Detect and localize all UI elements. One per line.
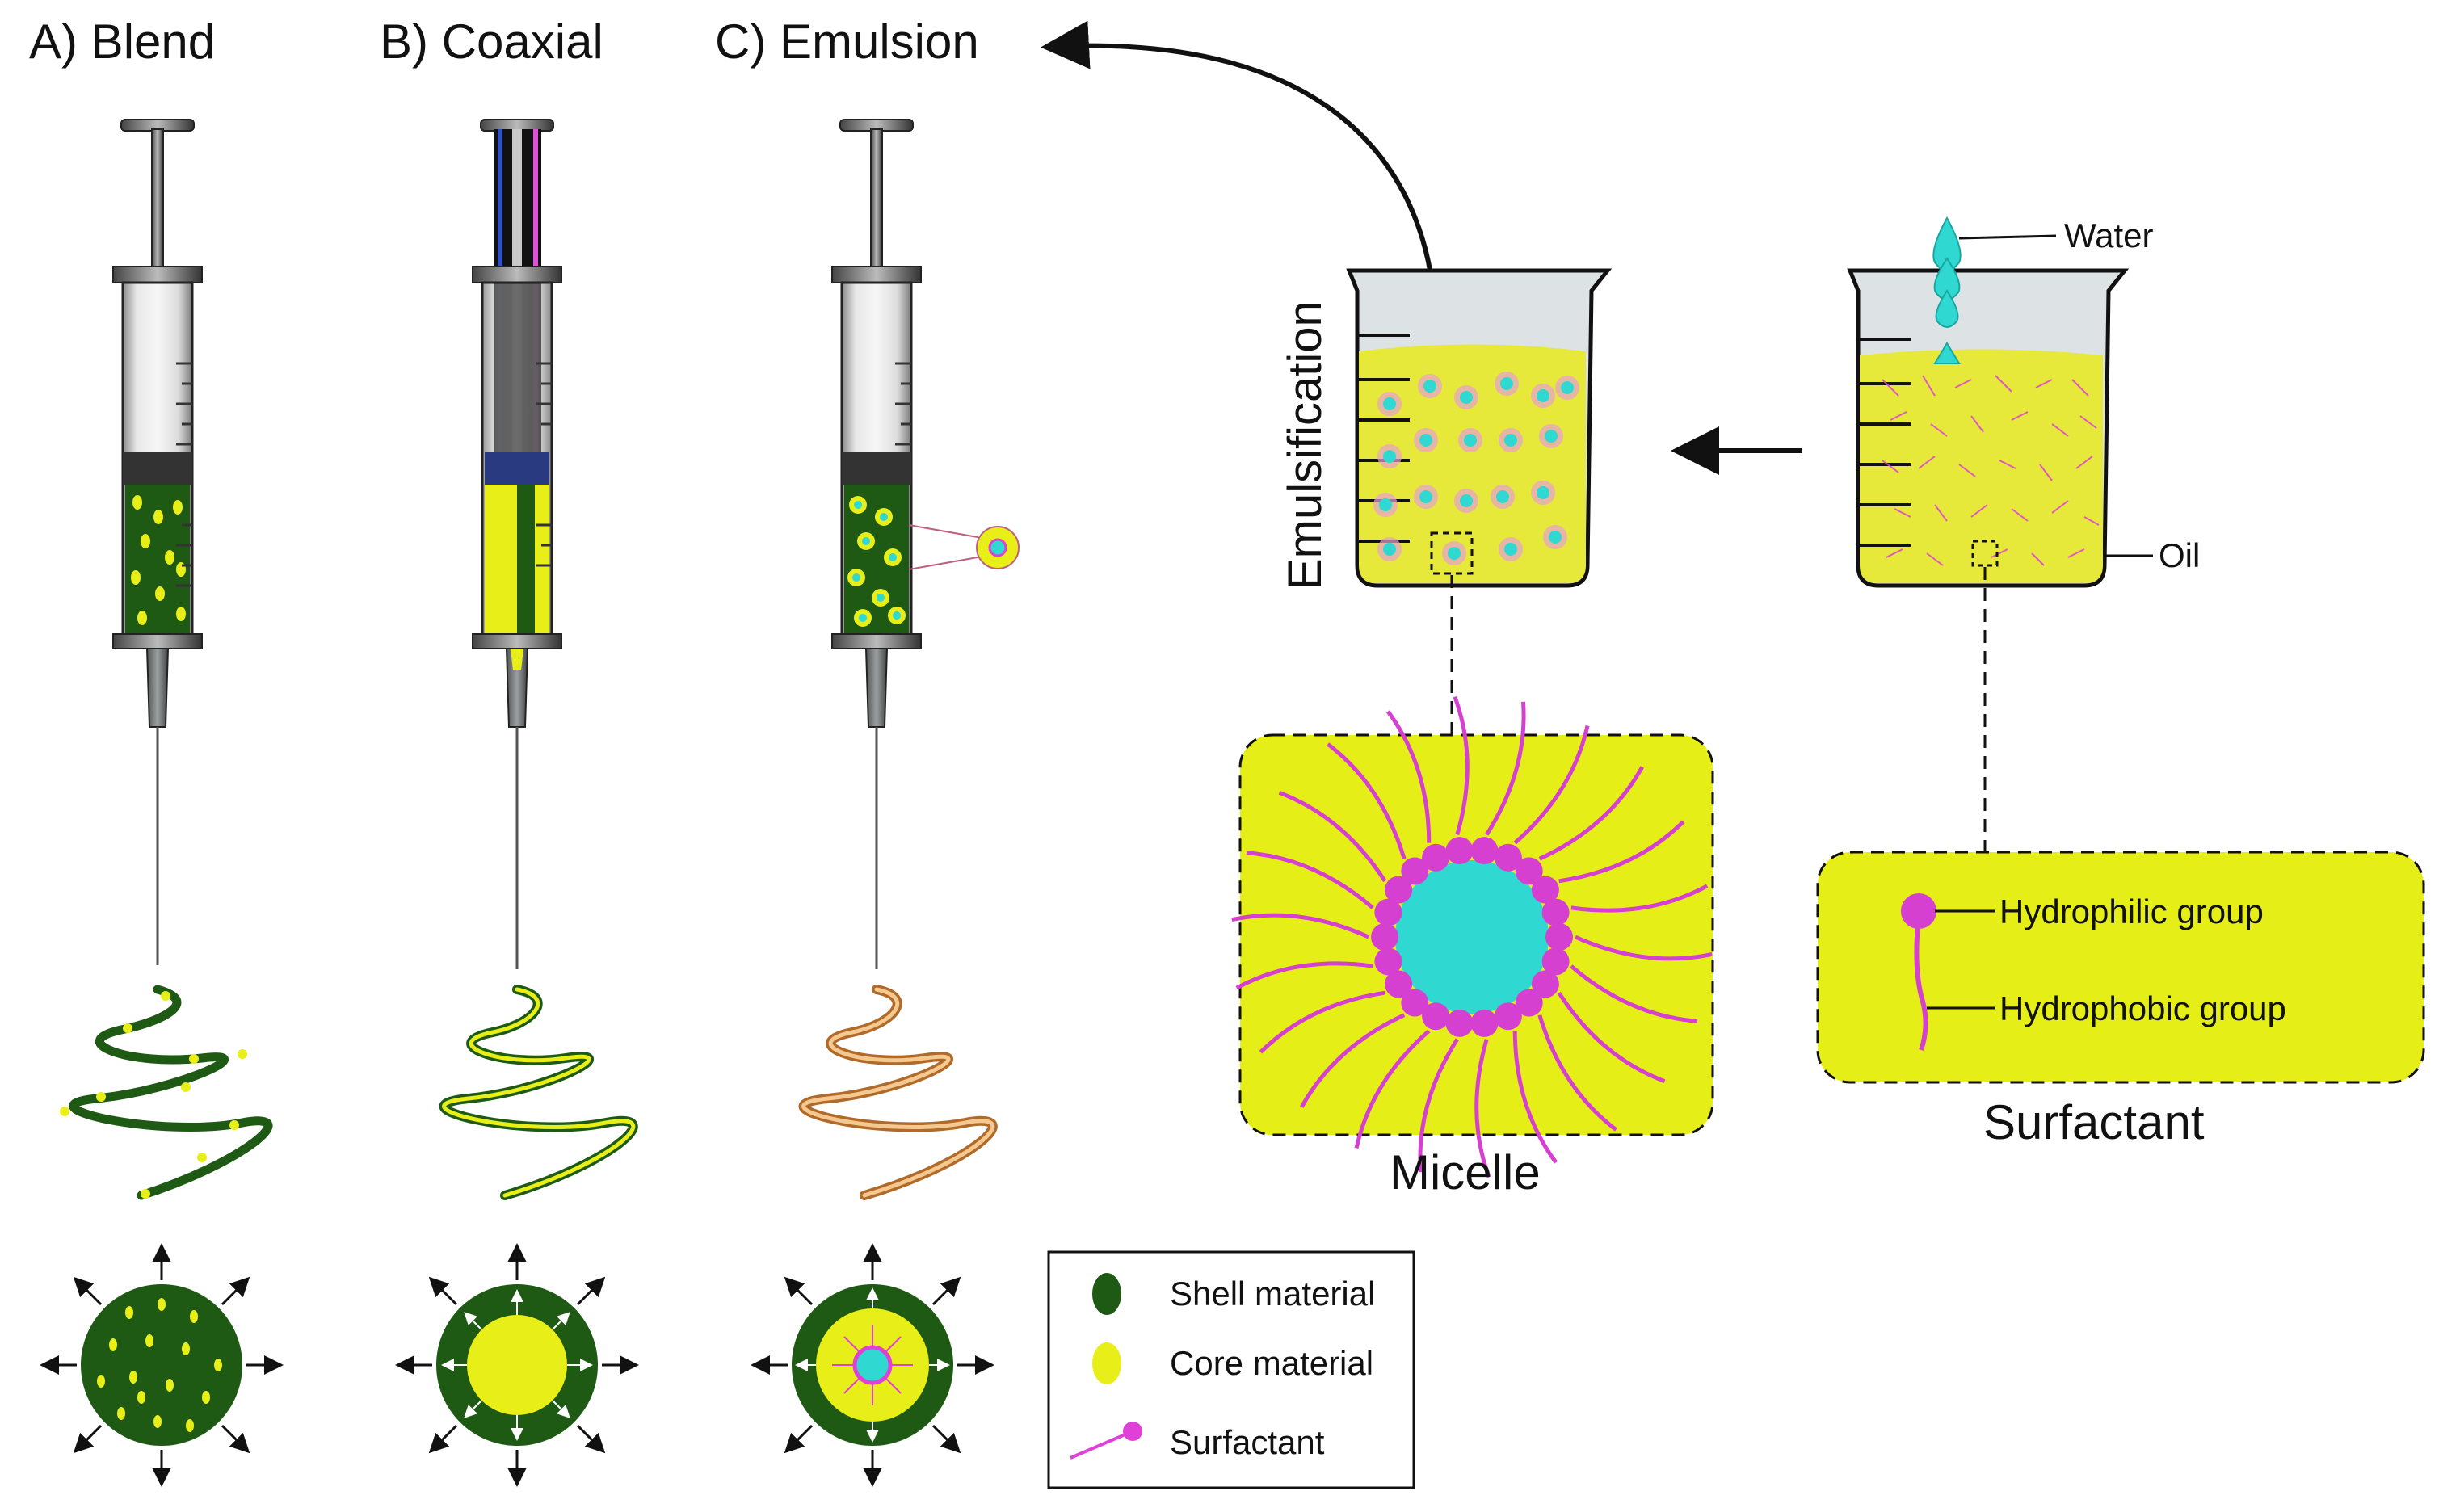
- micelle-tail: [1231, 913, 1370, 939]
- surfactant-title: Surfactant: [1983, 1095, 2205, 1149]
- micelle-label: Micelle: [1390, 1145, 1541, 1199]
- micelle-tail: [1278, 790, 1387, 883]
- micelle-tail: [1557, 991, 1666, 1084]
- beaker-oil-water: [1847, 268, 2130, 588]
- legend-surfactant-label: Surfactant: [1170, 1423, 1325, 1461]
- micelle-head: [1515, 857, 1543, 885]
- panel-title-blend: A) Blend: [29, 15, 215, 69]
- micelle-head: [1470, 1009, 1499, 1037]
- micelle-head: [1422, 1002, 1450, 1031]
- micelle-head: [1422, 843, 1450, 872]
- cross-section-blend: [40, 1243, 284, 1487]
- micelle-tail: [1558, 820, 1685, 884]
- micelle-tail: [1570, 884, 1709, 913]
- curved-arrow-icon: [1041, 20, 1436, 300]
- fiber-blend: [60, 985, 273, 1200]
- micelle-tail: [1246, 850, 1374, 909]
- panel-title-emulsion: C) Emulsion: [715, 15, 979, 69]
- legend-core-swatch: [1092, 1342, 1121, 1384]
- micelle-tail: [1574, 934, 1713, 961]
- micelle-head: [1445, 837, 1474, 865]
- micelle-detail: [1231, 695, 1714, 1178]
- fiber-emulsion: [798, 985, 998, 1200]
- micelle-tail: [1453, 695, 1470, 835]
- legend-shell-swatch: [1092, 1273, 1121, 1315]
- micelle-head: [1494, 1002, 1522, 1031]
- beaker-emulsion: [1346, 268, 1613, 588]
- micelle-head: [1385, 876, 1413, 904]
- emulsification-label: Emulsification: [1279, 300, 1331, 590]
- micelle-tail: [1537, 1014, 1617, 1132]
- fiber-coaxial: [439, 985, 638, 1200]
- micelle-head: [1494, 843, 1522, 872]
- micelle-head: [1401, 989, 1429, 1017]
- micelle-head: [1531, 970, 1559, 998]
- hydrophobic-label: Hydrophobic group: [1999, 989, 2286, 1027]
- hydrophilic-label: Hydrophilic group: [1999, 892, 2264, 930]
- micelle-head: [1374, 898, 1402, 926]
- micelle-tail: [1385, 710, 1432, 843]
- micelle-head: [1385, 970, 1413, 998]
- micelle-head: [1545, 923, 1573, 951]
- micelle-tail: [1474, 1039, 1491, 1178]
- syringe-emulsion: [831, 119, 1020, 969]
- oil-label: Oil: [2159, 536, 2200, 574]
- legend-shell-label: Shell material: [1170, 1275, 1375, 1312]
- micelle-tail: [1570, 964, 1698, 1023]
- micelle-tail: [1485, 701, 1526, 836]
- panel-title-coaxial: B) Coaxial: [380, 15, 603, 69]
- micelle-tail: [1538, 766, 1644, 861]
- legend: Shell material Core material Surfactant: [1047, 1250, 1415, 1489]
- micelle-head: [1374, 947, 1402, 976]
- hydrophilic-head-icon: [1901, 893, 1936, 929]
- cross-section-coaxial: [395, 1243, 639, 1487]
- micelle-head: [1371, 923, 1398, 951]
- micelle-tail: [1235, 961, 1373, 990]
- micelle-head: [1541, 898, 1570, 926]
- surfactant-detail: Hydrophilic group Hydrophobic group: [1816, 850, 2425, 1084]
- cross-section-emulsion: [751, 1243, 994, 1487]
- micelle-tail: [1259, 990, 1385, 1054]
- micelle-tail: [1418, 1038, 1459, 1173]
- micelle-tail: [1300, 1013, 1406, 1108]
- micelle-head: [1531, 876, 1559, 904]
- micelle-tail: [1512, 1031, 1558, 1164]
- micelle-head: [1515, 989, 1543, 1017]
- micelle-tail: [1513, 724, 1590, 845]
- micelle-head: [1541, 947, 1570, 976]
- legend-surfactant-icon: [1123, 1422, 1142, 1441]
- syringe-coaxial: [472, 119, 562, 969]
- legend-core-label: Core material: [1170, 1344, 1373, 1382]
- water-drops-icon: [1932, 216, 1962, 364]
- micelle-head: [1401, 857, 1429, 885]
- syringe-blend: [112, 119, 203, 965]
- micelle-head: [1445, 1009, 1474, 1037]
- micelle-tail: [1327, 742, 1407, 860]
- micelle-head: [1470, 837, 1499, 865]
- micelle-tail: [1354, 1029, 1431, 1149]
- water-label: Water: [2064, 216, 2153, 254]
